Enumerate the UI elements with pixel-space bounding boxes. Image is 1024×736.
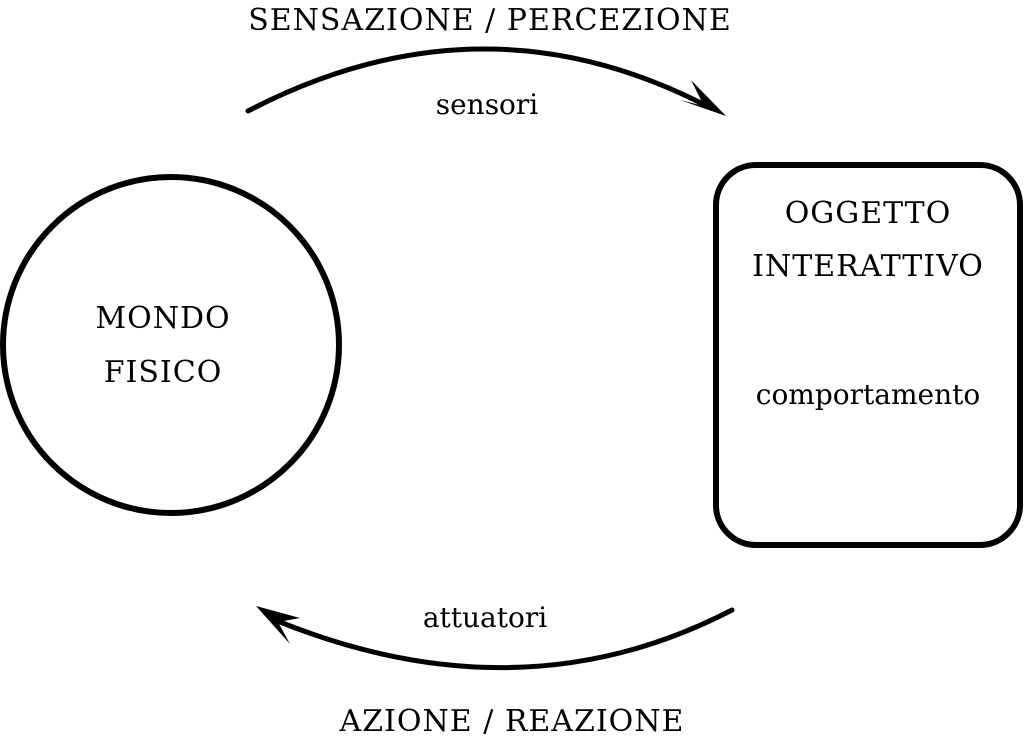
interactive-object-box xyxy=(713,162,1023,548)
top-arrow xyxy=(245,46,708,114)
interactive-object-label-line2: INTERATTIVO xyxy=(752,249,984,284)
bottom-arrow xyxy=(272,607,735,671)
top-arrow-label: sensori xyxy=(436,88,539,121)
physical-world-label-line2: FISICO xyxy=(104,355,223,390)
bottom-title: AZIONE / REAZIONE xyxy=(339,704,685,736)
top-title: SENSAZIONE / PERCEZIONE xyxy=(248,3,732,38)
bottom-arrow-label: attuatori xyxy=(423,601,547,634)
interactive-object-behavior: comportamento xyxy=(756,378,980,411)
interactive-object-label-line1: OGGETTO xyxy=(785,196,952,231)
physical-world-label-line1: MONDO xyxy=(95,301,230,336)
physical-world-circle xyxy=(0,174,342,516)
bottom-arrowhead xyxy=(256,606,300,644)
top-arrowhead xyxy=(680,80,726,116)
